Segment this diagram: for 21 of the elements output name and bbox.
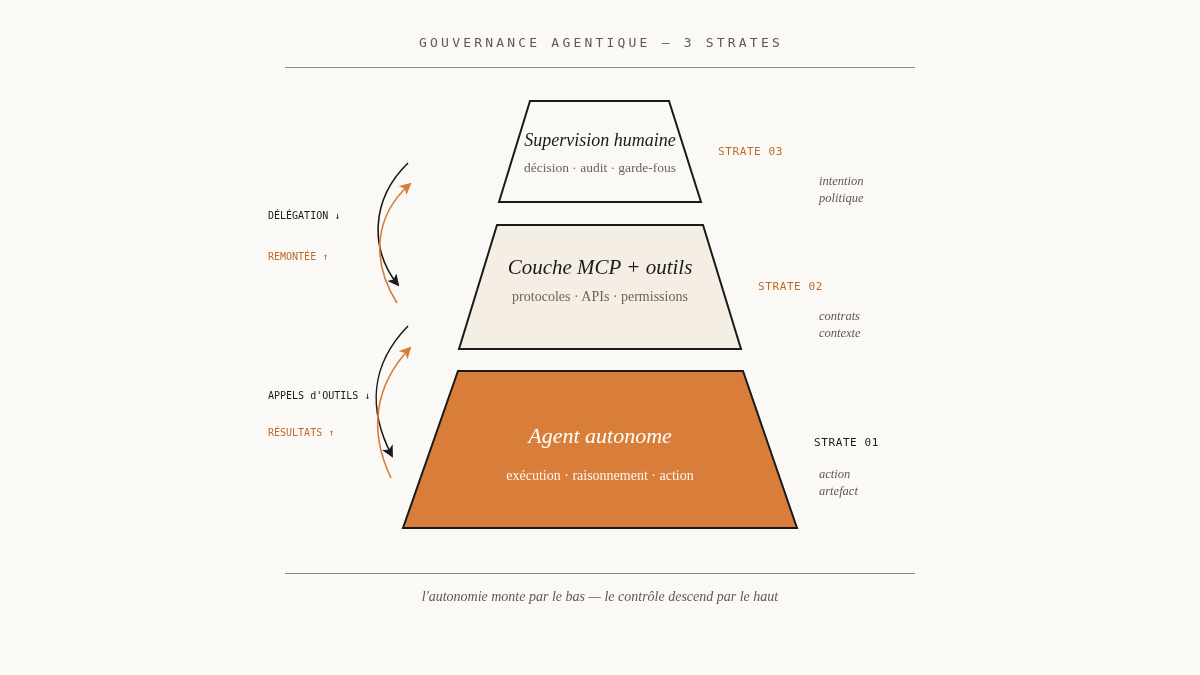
diagram-title: GOUVERNANCE AGENTIQUE — 3 STRATES: [419, 35, 783, 51]
tier-trapezoid: [458, 224, 742, 350]
tier-note: intention politique: [819, 173, 864, 207]
tier-subtitle: décision · audit · garde-fous: [523, 159, 677, 177]
caption: l'autonomie monte par le bas — le contrôle descend par le haut: [421, 588, 779, 606]
flow-label: APPELS d'OUTILS ↓: [268, 390, 371, 402]
tier-label: STRATE 01: [814, 436, 879, 450]
tier-title: Couche MCP + outils: [507, 255, 693, 281]
tier-subtitle: exécution · raisonnement · action: [506, 467, 694, 485]
tier-title: Supervision humaine: [524, 130, 676, 152]
tier-note: contrats contexte: [819, 308, 861, 342]
flow-label: REMONTÉE ↑: [268, 251, 329, 263]
tier-title: Agent autonome: [528, 422, 672, 450]
tier-trapezoid: [498, 100, 702, 203]
tier-label: STRATE 03: [718, 145, 783, 159]
tier-note: action artefact: [819, 466, 858, 500]
flow-label: DÉLÉGATION ↓: [268, 210, 341, 222]
tier-subtitle: protocoles · APIs · permissions: [512, 288, 688, 306]
flow-label: RÉSULTATS ↑: [268, 427, 335, 439]
tier-trapezoid: [402, 370, 798, 529]
tier-label: STRATE 02: [758, 280, 823, 294]
